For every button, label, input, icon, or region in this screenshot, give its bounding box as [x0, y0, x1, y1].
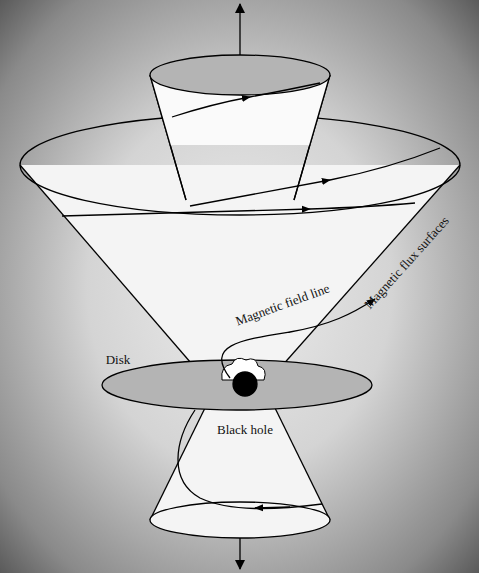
black-hole	[233, 372, 257, 396]
jet-cones	[20, 4, 460, 569]
black-hole-label: Black hole	[217, 422, 273, 437]
disk-label: Disk	[106, 352, 131, 367]
jet-axis-arrow	[239, 538, 240, 569]
jet-axis-arrow	[239, 4, 240, 62]
